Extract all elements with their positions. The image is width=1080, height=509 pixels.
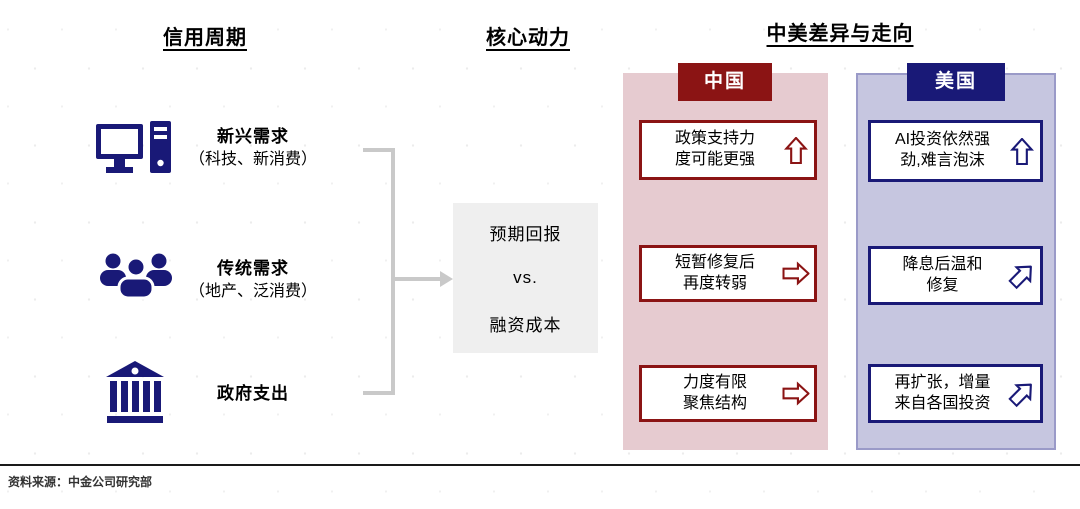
box-line2: 聚焦结构 (682, 394, 747, 412)
box-line1: 再扩张，增量 (894, 373, 991, 391)
connector-arrow-shaft (395, 277, 441, 281)
china-header: 中国 (678, 63, 772, 101)
item-traditional-demand: 传统需求 （地产、泛消费） (148, 258, 358, 303)
source-note: 资料来源：中金公司研究部 (8, 475, 153, 489)
box-line2: 来自各国投资 (894, 394, 991, 412)
people-icon (98, 252, 174, 309)
up-right-arrow-icon (1008, 265, 1032, 290)
item-name: 传统需求 (217, 259, 289, 278)
bracket-bottom-stub (363, 391, 395, 395)
box-line2: 修复 (926, 276, 959, 294)
bracket-vertical-line (391, 148, 395, 395)
comparison-title: 中美差异与走向 (766, 23, 914, 45)
connector-arrowhead-icon (440, 271, 453, 287)
up-right-arrow-icon (1008, 383, 1032, 408)
footer-divider (0, 464, 1080, 466)
us-box-rate-cut-repair: 降息后温和 修复 (868, 246, 1043, 305)
us-box-re-expansion: 再扩张，增量 来自各国投资 (868, 364, 1043, 423)
core-driver-box: 预期回报 vs. 融资成本 (453, 203, 598, 353)
box-line2: 再度转弱 (682, 274, 747, 292)
box-line1: 短暂修复后 (674, 253, 755, 271)
box-line2: 度可能更强 (674, 151, 755, 168)
item-name: 政府支出 (217, 384, 289, 403)
china-box-brief-repair: 短暂修复后 再度转弱 (639, 245, 817, 302)
item-sub: （科技、新消费） (188, 150, 317, 168)
box-line1: 降息后温和 (902, 255, 983, 273)
bracket-top-stub (363, 148, 395, 152)
box-line1: AI投资依然强 (894, 131, 991, 149)
core-line-vs: vs. (513, 268, 538, 287)
up-arrow-icon (1010, 137, 1034, 165)
right-arrow-icon (782, 381, 810, 406)
core-driver-title: 核心动力 (486, 27, 570, 49)
credit-cycle-title: 信用周期 (163, 27, 247, 49)
right-arrow-icon (782, 261, 810, 286)
core-line-expected-return: 预期回报 (489, 225, 562, 244)
core-line-financing-cost: 融资成本 (489, 316, 562, 335)
computer-icon (96, 121, 174, 184)
item-government-spending: 政府支出 (148, 383, 358, 406)
box-line2: 劲,难言泡沫 (900, 152, 985, 169)
box-line1: 力度有限 (682, 373, 747, 391)
us-box-ai-investment: AI投资依然强 劲,难言泡沫 (868, 120, 1043, 182)
china-box-policy-support: 政策支持力 度可能更强 (639, 120, 817, 180)
china-box-limited-strength: 力度有限 聚焦结构 (639, 365, 817, 422)
us-header: 美国 (907, 63, 1005, 101)
item-sub: （地产、泛消费） (188, 282, 317, 300)
item-name: 新兴需求 (217, 127, 289, 146)
box-line1: 政策支持力 (674, 130, 755, 148)
item-emerging-demand: 新兴需求 （科技、新消费） (148, 126, 358, 171)
up-arrow-icon (784, 136, 808, 164)
bank-icon (106, 361, 164, 430)
